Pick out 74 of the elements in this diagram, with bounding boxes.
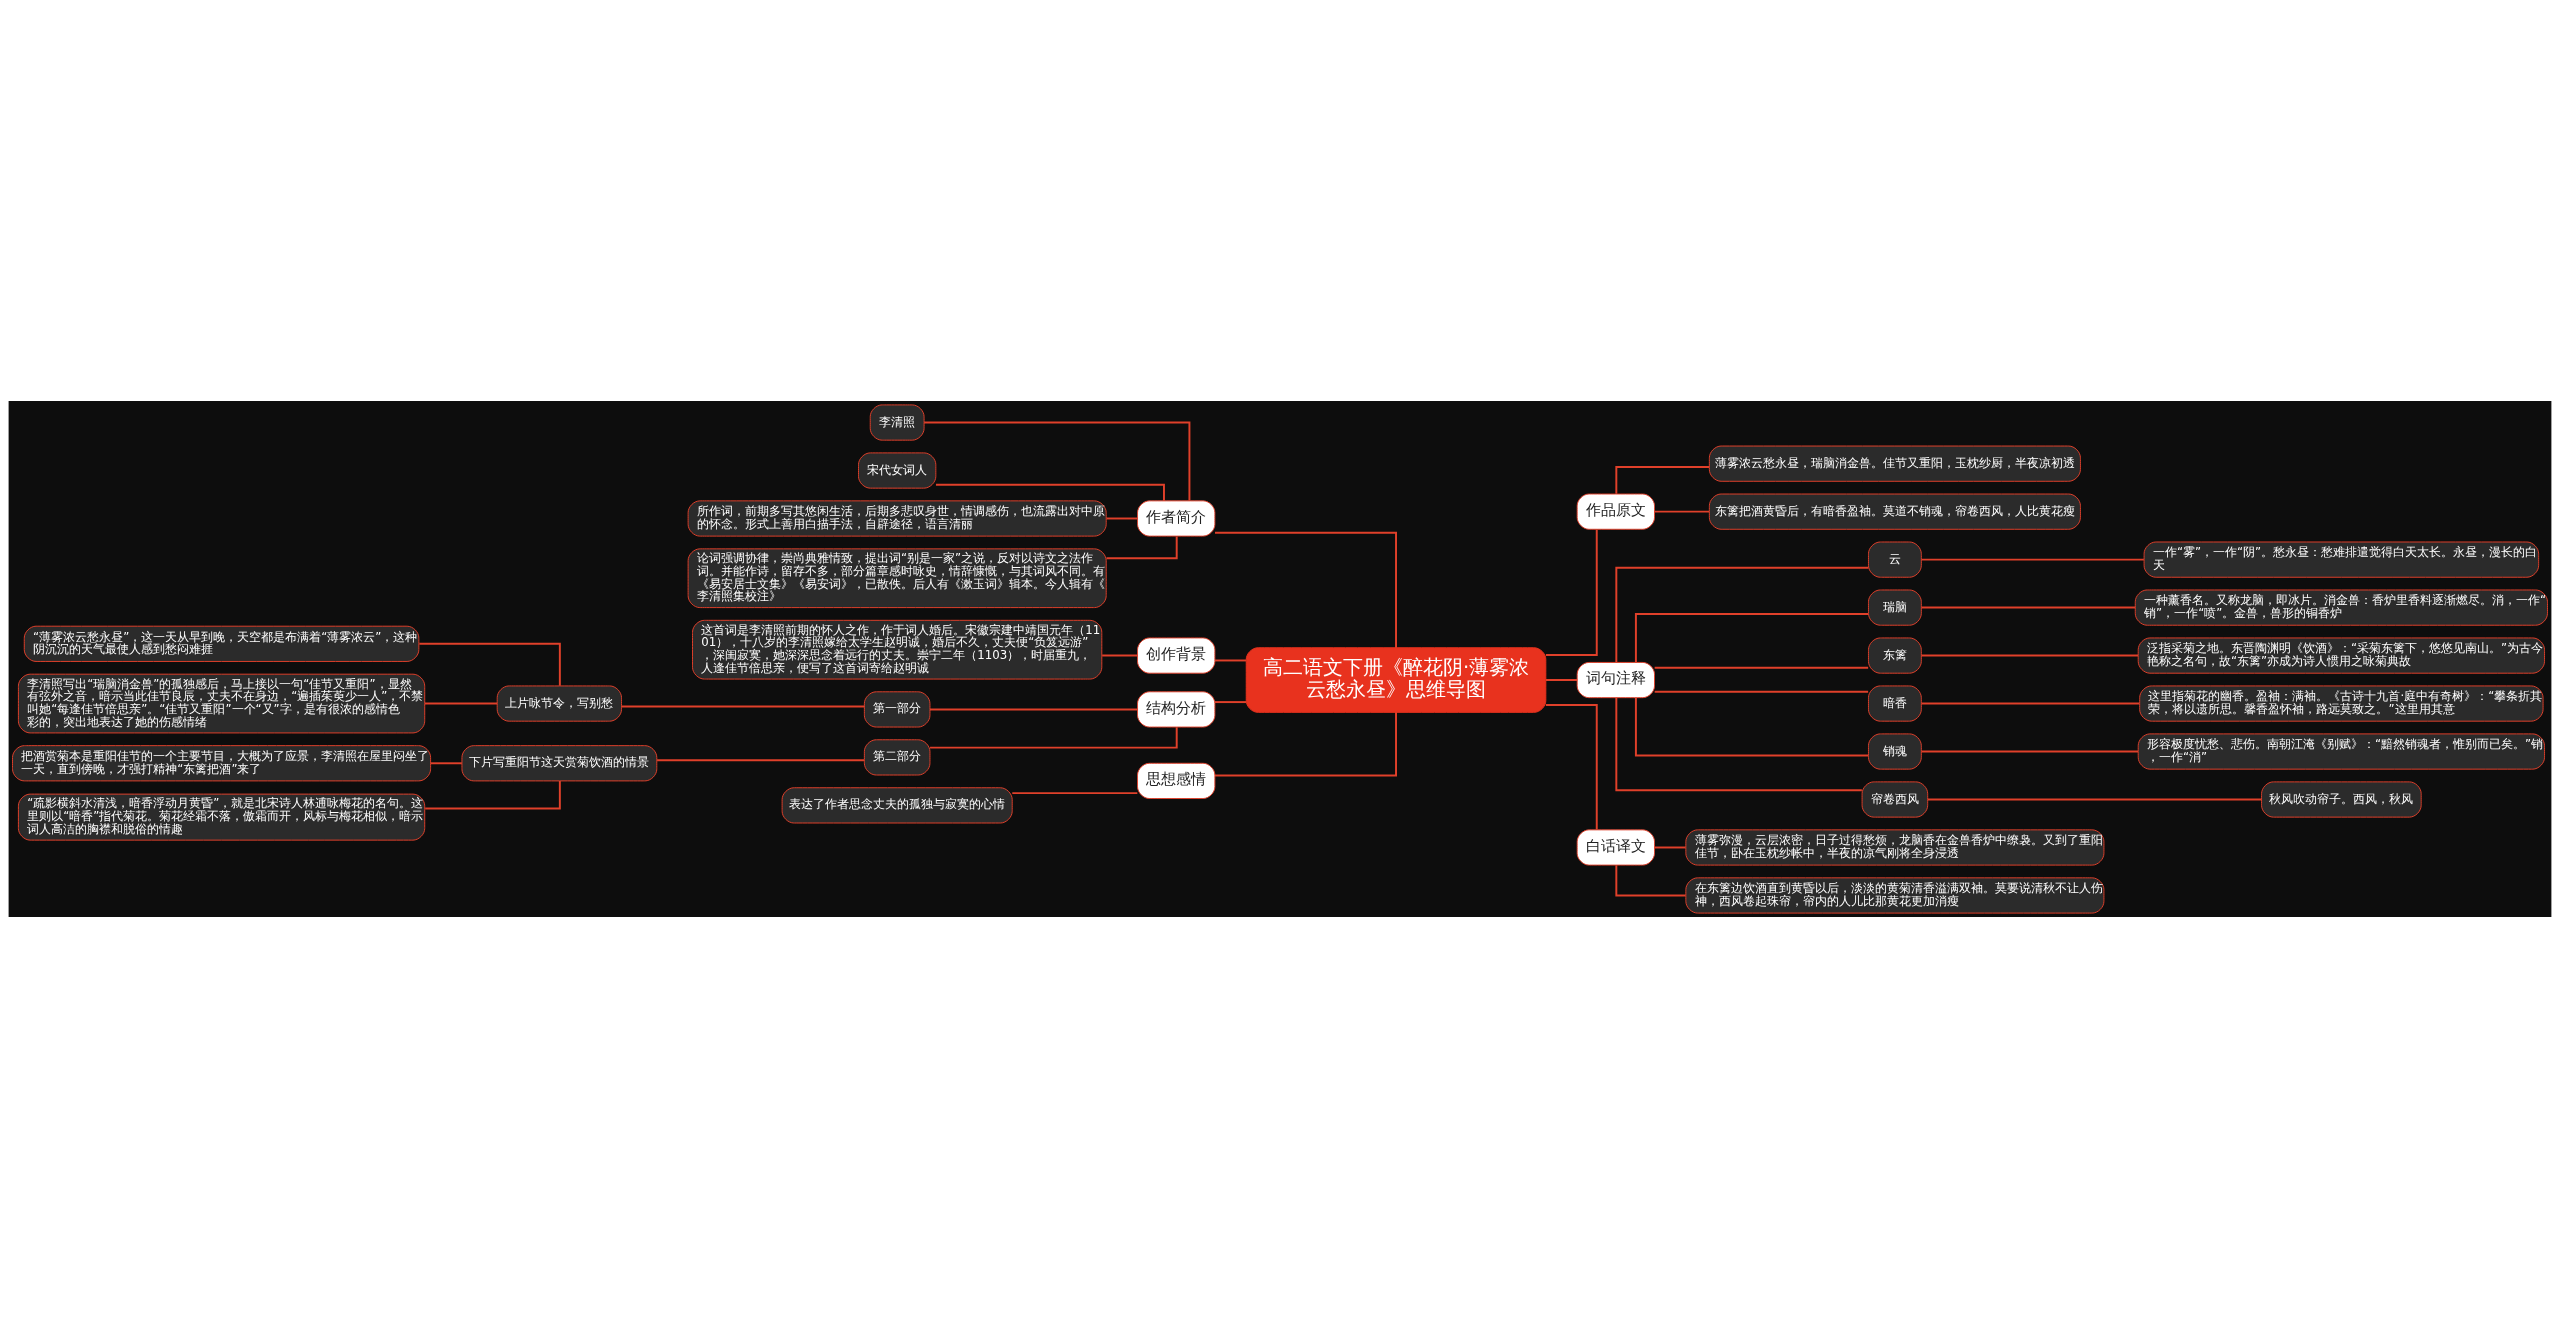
node-box: 这首词是李清照前期的怀人之作，作于词人婚后。宋徽宗建中靖国元年（1101），十八岁的李清照嫁给太学生赵明诚，婚后不久，丈夫便“负笈远游”，深闺寂寞，她深深思念着远行的丈夫。崇宁二年（1103），时届重九，人逢佳节倍思亲，便写了这首词寄给赵明诚 <box>692 619 1103 680</box>
connector <box>1545 679 1579 682</box>
node-box: “疏影横斜水清浅，暗香浮动月黄昏”，就是北宋诗人林逋咏梅花的名句。这里则以“暗香”指代菊花。菊花经霜不落，傲霜而开，风标与梅花相似，暗示词人高洁的胸襟和脱俗的情趣 <box>17 793 426 841</box>
node-box: 东篱把酒黄昏后，有暗香盈袖。莫道不销魂，帘卷西风，人比黄花瘦 <box>1708 493 2081 530</box>
node-box: 一作“雾”，一作“阴”。愁永昼：愁难排遣觉得白天太长。永昼，漫长的白天 <box>2143 541 2540 578</box>
node-box: 把酒赏菊本是重阳佳节的一个主要节目，大概为了应景，李清照在屋里闷坐了一天，直到傍晚，才强打精神“东篱把酒”来了 <box>12 745 432 782</box>
node-box: 思想感情 <box>1137 762 1216 799</box>
connector <box>620 705 866 708</box>
node-box: 云 <box>1867 541 1922 578</box>
connector <box>1214 659 1248 662</box>
connector <box>1920 558 2145 561</box>
connector <box>1920 702 2141 705</box>
node-box: 暗香 <box>1867 685 1922 722</box>
connector <box>1653 690 1870 693</box>
connector <box>1920 606 2137 609</box>
connector <box>1101 654 1139 657</box>
connector <box>656 759 865 762</box>
node-box: 东篱 <box>1867 637 1922 674</box>
node-box: 作品原文 <box>1576 493 1655 530</box>
node-box: 秋风吹动帘子。西风，秋风 <box>2261 781 2422 818</box>
node-box: 薄雾浓云愁永昼，瑞脑消金兽。佳节又重阳，玉枕纱厨，半夜凉初透 <box>1708 445 2081 482</box>
node-box: 作者简介 <box>1137 500 1216 537</box>
node-box: 瑞脑 <box>1867 589 1922 626</box>
node-box: 在东篱边饮酒直到黄昏以后，淡淡的黄菊清香溢满双袖。莫要说清秋不让人伤神，西风卷起珠帘，帘内的人儿比那黄花更加消瘦 <box>1685 877 2105 914</box>
node-box: 宋代女词人 <box>858 452 937 489</box>
connector <box>934 483 1165 502</box>
node-box: 白话译文 <box>1576 829 1655 866</box>
connector <box>1615 566 1870 664</box>
node-box: 高二语文下册《醉花阴·薄雾浓云愁永昼》思维导图 <box>1245 647 1547 713</box>
connector <box>1544 704 1598 831</box>
connector <box>1920 750 2139 753</box>
node-box: 词句注释 <box>1576 661 1655 699</box>
connector <box>1544 528 1598 657</box>
node-box: 泛指采菊之地。东晋陶渊明《饮酒》：“采菊东篱下，悠悠见南山。”为古今艳称之名句，故“东篱”亦成为诗人惯用之咏菊典故 <box>2137 637 2546 674</box>
node-box: 一种薰香名。又称龙脑，即冰片。消金兽：香炉里香料逐渐燃尽。消，一作“销”，一作“喷”。金兽，兽形的铜香炉 <box>2134 589 2548 626</box>
connector <box>1615 864 1687 897</box>
node-box: 形容极度忧愁、悲伤。南朝江淹《别赋》：“黯然销魂者，惟别而已矣。”销，一作“消” <box>2137 733 2546 770</box>
connector <box>1615 466 1711 495</box>
connector <box>1011 792 1139 795</box>
node-box: 论词强调协律，崇尚典雅情致，提出词“别是一家”之说，反对以诗文之法作词。并能作诗，留存不多，部分篇章感时咏史，情辞慷慨，与其词风不同。有《易安居士文集》《易安词》，已散佚。后人有《漱玉词》辑本。今人辑有《李清照集校注》 <box>687 548 1107 609</box>
connector <box>1214 531 1397 649</box>
node-box: 下片写重阳节这天赏菊饮酒的情景 <box>461 745 658 782</box>
connector <box>1105 535 1178 560</box>
connector <box>1920 654 2139 657</box>
node-box: 创作背景 <box>1137 637 1216 674</box>
connector <box>923 421 1191 502</box>
connector <box>1615 696 1863 792</box>
node-box: 表达了作者思念丈夫的孤独与寂寞的心情 <box>781 787 1013 824</box>
node-box: 结构分析 <box>1137 691 1216 728</box>
connector <box>423 702 499 705</box>
node-box: “薄雾浓云愁永昼”，这一天从早到晚，天空都是布满着“薄雾浓云”，这种阴沉沉的天气最使人感到愁闷难捱 <box>23 625 420 662</box>
connector <box>1634 696 1870 757</box>
node-box: 李清照 <box>869 404 925 441</box>
connector <box>429 762 463 765</box>
connector <box>929 708 1139 711</box>
connector <box>1214 711 1397 777</box>
node-box: 第二部分 <box>863 739 931 776</box>
connector <box>1926 798 2263 801</box>
connector <box>1634 613 1870 664</box>
connector <box>418 642 561 687</box>
node-box: 李清照写出“瑞脑消金兽”的孤独感后，马上接以一句“佳节又重阳”，显然有弦外之音，暗示当此佳节良辰，丈夫不在身边，“遍插茱萸少一人”，不禁叫她“每逢佳节倍思亲”。“佳节又重阳”一个“又”字，是有很浓的感情色彩的，突出地表达了她的伤感情绪 <box>17 673 426 734</box>
connector <box>1105 517 1139 520</box>
node-box: 所作词，前期多写其悠闲生活，后期多悲叹身世，情调感伤，也流露出对中原的怀念。形式上善用白描手法，自辟途径，语言清丽 <box>687 500 1107 537</box>
node-box: 销魂 <box>1867 733 1922 770</box>
node-box: 上片咏节令，写别愁 <box>496 685 623 722</box>
connector <box>1653 846 1687 849</box>
connector <box>1214 701 1248 704</box>
node-box: 第一部分 <box>863 691 931 728</box>
connector <box>929 726 1178 749</box>
node-box: 这里指菊花的幽香。盈袖：满袖。《古诗十九首·庭中有奇树》：“攀条折其荣，将以遗所思。馨香盈怀袖，路远莫致之。”这里用其意 <box>2139 685 2544 722</box>
node-box: 薄雾弥漫，云层浓密，日子过得愁烦，龙脑香在金兽香炉中缭袅。又到了重阳佳节，卧在玉枕纱帐中，半夜的凉气刚将全身浸透 <box>1685 829 2105 866</box>
connector <box>1653 666 1870 669</box>
node-box: 帘卷西风 <box>1861 781 1929 818</box>
connector <box>1653 510 1711 513</box>
